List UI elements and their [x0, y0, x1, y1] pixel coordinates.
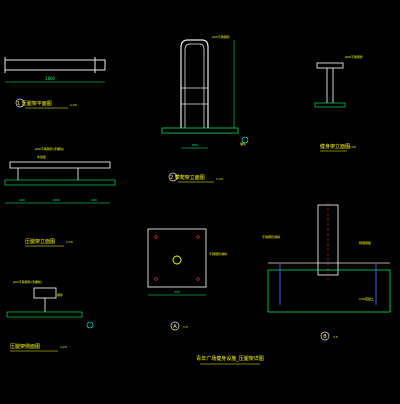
- side-elev-ground: [6, 311, 83, 318]
- side-base: [314, 102, 346, 108]
- elev-dim-label: 400: [91, 198, 97, 202]
- detail-b-view: 不锈钢管满焊 预埋钢板 C20混凝土 B 1:5: [262, 203, 391, 341]
- detail-a-view: 300 不锈钢管满焊 A 1:5: [147, 228, 227, 331]
- plan-dim-label: 1800: [45, 76, 56, 81]
- plan-view: 1800 1 压腿架平面图 1:20: [4, 57, 106, 109]
- seat-board: [316, 62, 344, 69]
- side-title: 健身架立面图: [320, 143, 350, 150]
- front-view: 660 φ50不锈钢管 埋件 2 攀爬架立面图 1:20: [161, 34, 249, 183]
- detail-b-note: C20混凝土: [359, 296, 374, 301]
- side-view: φ50不锈钢管 健身架立面图 1:20: [314, 54, 363, 152]
- detail-a-note: 不锈钢管满焊: [209, 251, 227, 256]
- elev-dim-label: 400: [19, 198, 25, 202]
- bolt-hole: [196, 277, 200, 281]
- elevation-view: 400 1000 400 φ50不锈钢管(手握处) 木坐板 压腿架立面图 1:2…: [4, 146, 116, 247]
- side-elev-note: φ50不锈钢管(手握处): [13, 279, 42, 284]
- elev-scale: 1:20: [66, 240, 73, 244]
- front-title-index: [168, 172, 178, 182]
- detail-b-marker: [320, 331, 330, 341]
- bolt-hole: [196, 235, 200, 239]
- bolt-hole: [154, 235, 158, 239]
- detail-b-scale: 1:5: [333, 335, 338, 339]
- detail-a-scale: 1:5: [183, 325, 188, 329]
- detail-a-label: A: [173, 324, 177, 330]
- front-callout-bubble: [241, 136, 249, 144]
- elev-title: 压腿架立面图: [25, 238, 55, 245]
- climbing-frame-inner: [184, 43, 205, 128]
- plan-title-index: [15, 98, 25, 108]
- bolt-hole: [154, 277, 158, 281]
- front-title: 2 攀爬架立面图: [170, 174, 205, 181]
- elev-dim-label: 1000: [52, 198, 60, 202]
- front-scale: 1:20: [216, 177, 223, 181]
- front-note: 埋件: [240, 141, 246, 146]
- side-note: φ50不锈钢管: [345, 54, 363, 59]
- plate-dim-label: 300: [174, 290, 180, 294]
- detail-b-label: B: [323, 334, 327, 340]
- pipe-section: [172, 255, 182, 265]
- front-dim-label: 660: [192, 143, 198, 147]
- side-elev-callout-bubble: [86, 321, 94, 329]
- detail-b-note: 预埋钢板: [359, 240, 371, 245]
- detail-b-note: 不锈钢管满焊: [262, 234, 280, 239]
- elev-top-bar: [9, 161, 111, 169]
- front-note: φ50不锈钢管: [212, 34, 230, 39]
- concrete-footing: [267, 269, 391, 313]
- elev-ground: [4, 179, 116, 186]
- climbing-frame: [180, 39, 209, 128]
- frame-base: [161, 127, 239, 134]
- side-elev-scale: 1:20: [60, 345, 67, 349]
- elev-note: 木坐板: [37, 154, 46, 159]
- side-elev-title: 压腿架侧面图: [10, 343, 40, 350]
- detail-a-marker: [170, 321, 180, 331]
- elev-note: φ50不锈钢管(手握处): [35, 146, 64, 151]
- side-scale: 1:20: [349, 145, 356, 149]
- plan-scale: 1:20: [70, 103, 77, 107]
- sheet-title: 青年广场健身设施_压腿架详图: [196, 355, 264, 362]
- side-elevation-view: φ50不锈钢管(手握处) 埋件 压腿架侧面图 1:20: [6, 279, 94, 352]
- plan-title: 1 压腿架平面图: [17, 101, 52, 107]
- side-elev-note: 埋件: [57, 292, 63, 297]
- base-plate: [147, 228, 207, 288]
